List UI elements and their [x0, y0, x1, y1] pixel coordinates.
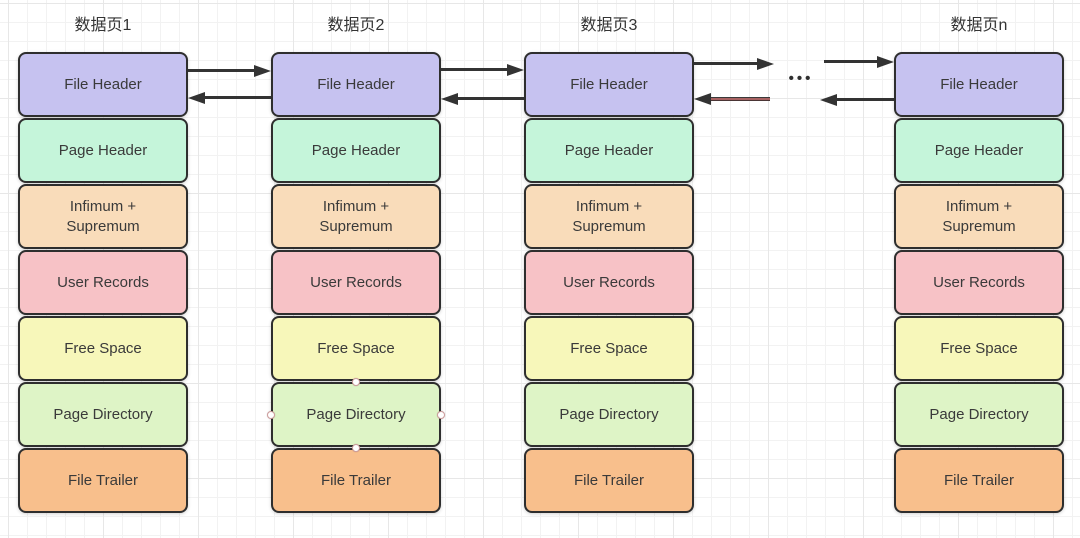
arrow-prev-2-1[interactable] — [188, 91, 271, 104]
arrow-next-1-2[interactable] — [188, 64, 271, 77]
arrow-line — [458, 97, 524, 100]
block-label: User Records — [310, 273, 402, 291]
block-page-header[interactable]: Page Header — [18, 118, 188, 183]
block-infimum-supremum[interactable]: Infimum + Supremum — [894, 184, 1064, 249]
block-infimum-supremum[interactable]: Infimum + Supremum — [18, 184, 188, 249]
block-page-header[interactable]: Page Header — [894, 118, 1064, 183]
arrowhead-right-icon — [254, 64, 271, 77]
arrowhead-left-icon — [820, 93, 837, 106]
arrow-prev-dots-3[interactable] — [694, 92, 770, 105]
block-free-space[interactable]: Free Space — [271, 316, 441, 381]
block-file-trailer[interactable]: File Trailer — [18, 448, 188, 513]
arrowhead-left-icon — [694, 92, 711, 105]
block-free-space[interactable]: Free Space — [894, 316, 1064, 381]
arrow-prev-n-dots[interactable] — [820, 93, 894, 106]
block-label: File Header — [570, 75, 648, 93]
block-label: Infimum + Supremum — [66, 198, 140, 235]
arrow-line — [824, 60, 877, 63]
block-infimum-supremum[interactable]: Infimum + Supremum — [524, 184, 694, 249]
page-column-1: 数据页1 File Header Page Header Infimum + S… — [18, 17, 188, 514]
arrow-next-3-dots[interactable] — [694, 57, 774, 70]
arrowhead-right-icon — [877, 55, 894, 68]
block-user-records[interactable]: User Records — [894, 250, 1064, 315]
arrow-line — [441, 68, 507, 71]
page-2-title[interactable]: 数据页2 — [327, 17, 385, 34]
arrowhead-left-icon — [188, 91, 205, 104]
block-label: User Records — [57, 273, 149, 291]
block-label: File Header — [317, 75, 395, 93]
block-label: File Trailer — [573, 471, 644, 489]
block-page-directory[interactable]: Page Directory — [271, 382, 441, 447]
block-file-header[interactable]: File Header — [524, 52, 694, 117]
block-label: File Header — [64, 75, 142, 93]
block-infimum-supremum[interactable]: Infimum + Supremum — [271, 184, 441, 249]
block-label: Infimum + Supremum — [572, 198, 646, 235]
block-free-space[interactable]: Free Space — [18, 316, 188, 381]
block-label: Infimum + Supremum — [942, 198, 1016, 235]
block-page-header[interactable]: Page Header — [271, 118, 441, 183]
block-label: Free Space — [64, 339, 142, 357]
block-file-header[interactable]: File Header — [271, 52, 441, 117]
block-label: Page Directory — [306, 405, 406, 423]
resize-handle-right[interactable] — [437, 411, 445, 419]
block-label: Page Header — [564, 141, 654, 159]
block-label: File Trailer — [320, 471, 391, 489]
ellipsis-more-pages[interactable]: ••• — [788, 70, 814, 87]
block-file-trailer[interactable]: File Trailer — [524, 448, 694, 513]
block-page-directory[interactable]: Page Directory — [18, 382, 188, 447]
block-label: Page Directory — [53, 405, 153, 423]
block-label: Page Header — [311, 141, 401, 159]
block-label: Infimum + Supremum — [319, 198, 393, 235]
block-user-records[interactable]: User Records — [18, 250, 188, 315]
block-label: File Trailer — [943, 471, 1014, 489]
arrow-prev-3-2[interactable] — [441, 92, 524, 105]
arrowhead-left-icon — [441, 92, 458, 105]
resize-handle-left[interactable] — [267, 411, 275, 419]
block-page-directory[interactable]: Page Directory — [524, 382, 694, 447]
block-label: File Trailer — [67, 471, 138, 489]
arrow-next-dots-n[interactable] — [824, 55, 894, 68]
block-page-header[interactable]: Page Header — [524, 118, 694, 183]
block-label: Free Space — [940, 339, 1018, 357]
arrowhead-right-icon — [757, 57, 774, 70]
block-file-header[interactable]: File Header — [894, 52, 1064, 117]
block-user-records[interactable]: User Records — [524, 250, 694, 315]
block-file-trailer[interactable]: File Trailer — [894, 448, 1064, 513]
arrow-line — [711, 96, 770, 101]
page-column-n: 数据页n File Header Page Header Infimum + S… — [894, 17, 1064, 514]
block-file-header[interactable]: File Header — [18, 52, 188, 117]
block-label: User Records — [933, 273, 1025, 291]
block-user-records[interactable]: User Records — [271, 250, 441, 315]
resize-handle-top[interactable] — [352, 378, 360, 386]
block-label: Page Header — [934, 141, 1024, 159]
block-label: File Header — [940, 75, 1018, 93]
arrow-line — [837, 98, 894, 101]
arrow-line — [205, 96, 271, 99]
page-1-title[interactable]: 数据页1 — [74, 17, 132, 34]
block-free-space[interactable]: Free Space — [524, 316, 694, 381]
page-n-title[interactable]: 数据页n — [950, 17, 1008, 34]
arrow-line — [694, 62, 757, 65]
block-label: Page Directory — [559, 405, 659, 423]
block-label: Page Header — [58, 141, 148, 159]
arrow-line — [188, 69, 254, 72]
page-column-2: 数据页2 File Header Page Header Infimum + S… — [271, 17, 441, 514]
block-file-trailer[interactable]: File Trailer — [271, 448, 441, 513]
block-page-directory[interactable]: Page Directory — [894, 382, 1064, 447]
block-label: Free Space — [570, 339, 648, 357]
block-label: Free Space — [317, 339, 395, 357]
arrow-next-2-3[interactable] — [441, 63, 524, 76]
page-3-title[interactable]: 数据页3 — [580, 17, 638, 34]
arrowhead-right-icon — [507, 63, 524, 76]
resize-handle-bottom[interactable] — [352, 444, 360, 452]
page-column-3: 数据页3 File Header Page Header Infimum + S… — [524, 17, 694, 514]
block-label: User Records — [563, 273, 655, 291]
block-label: Page Directory — [929, 405, 1029, 423]
